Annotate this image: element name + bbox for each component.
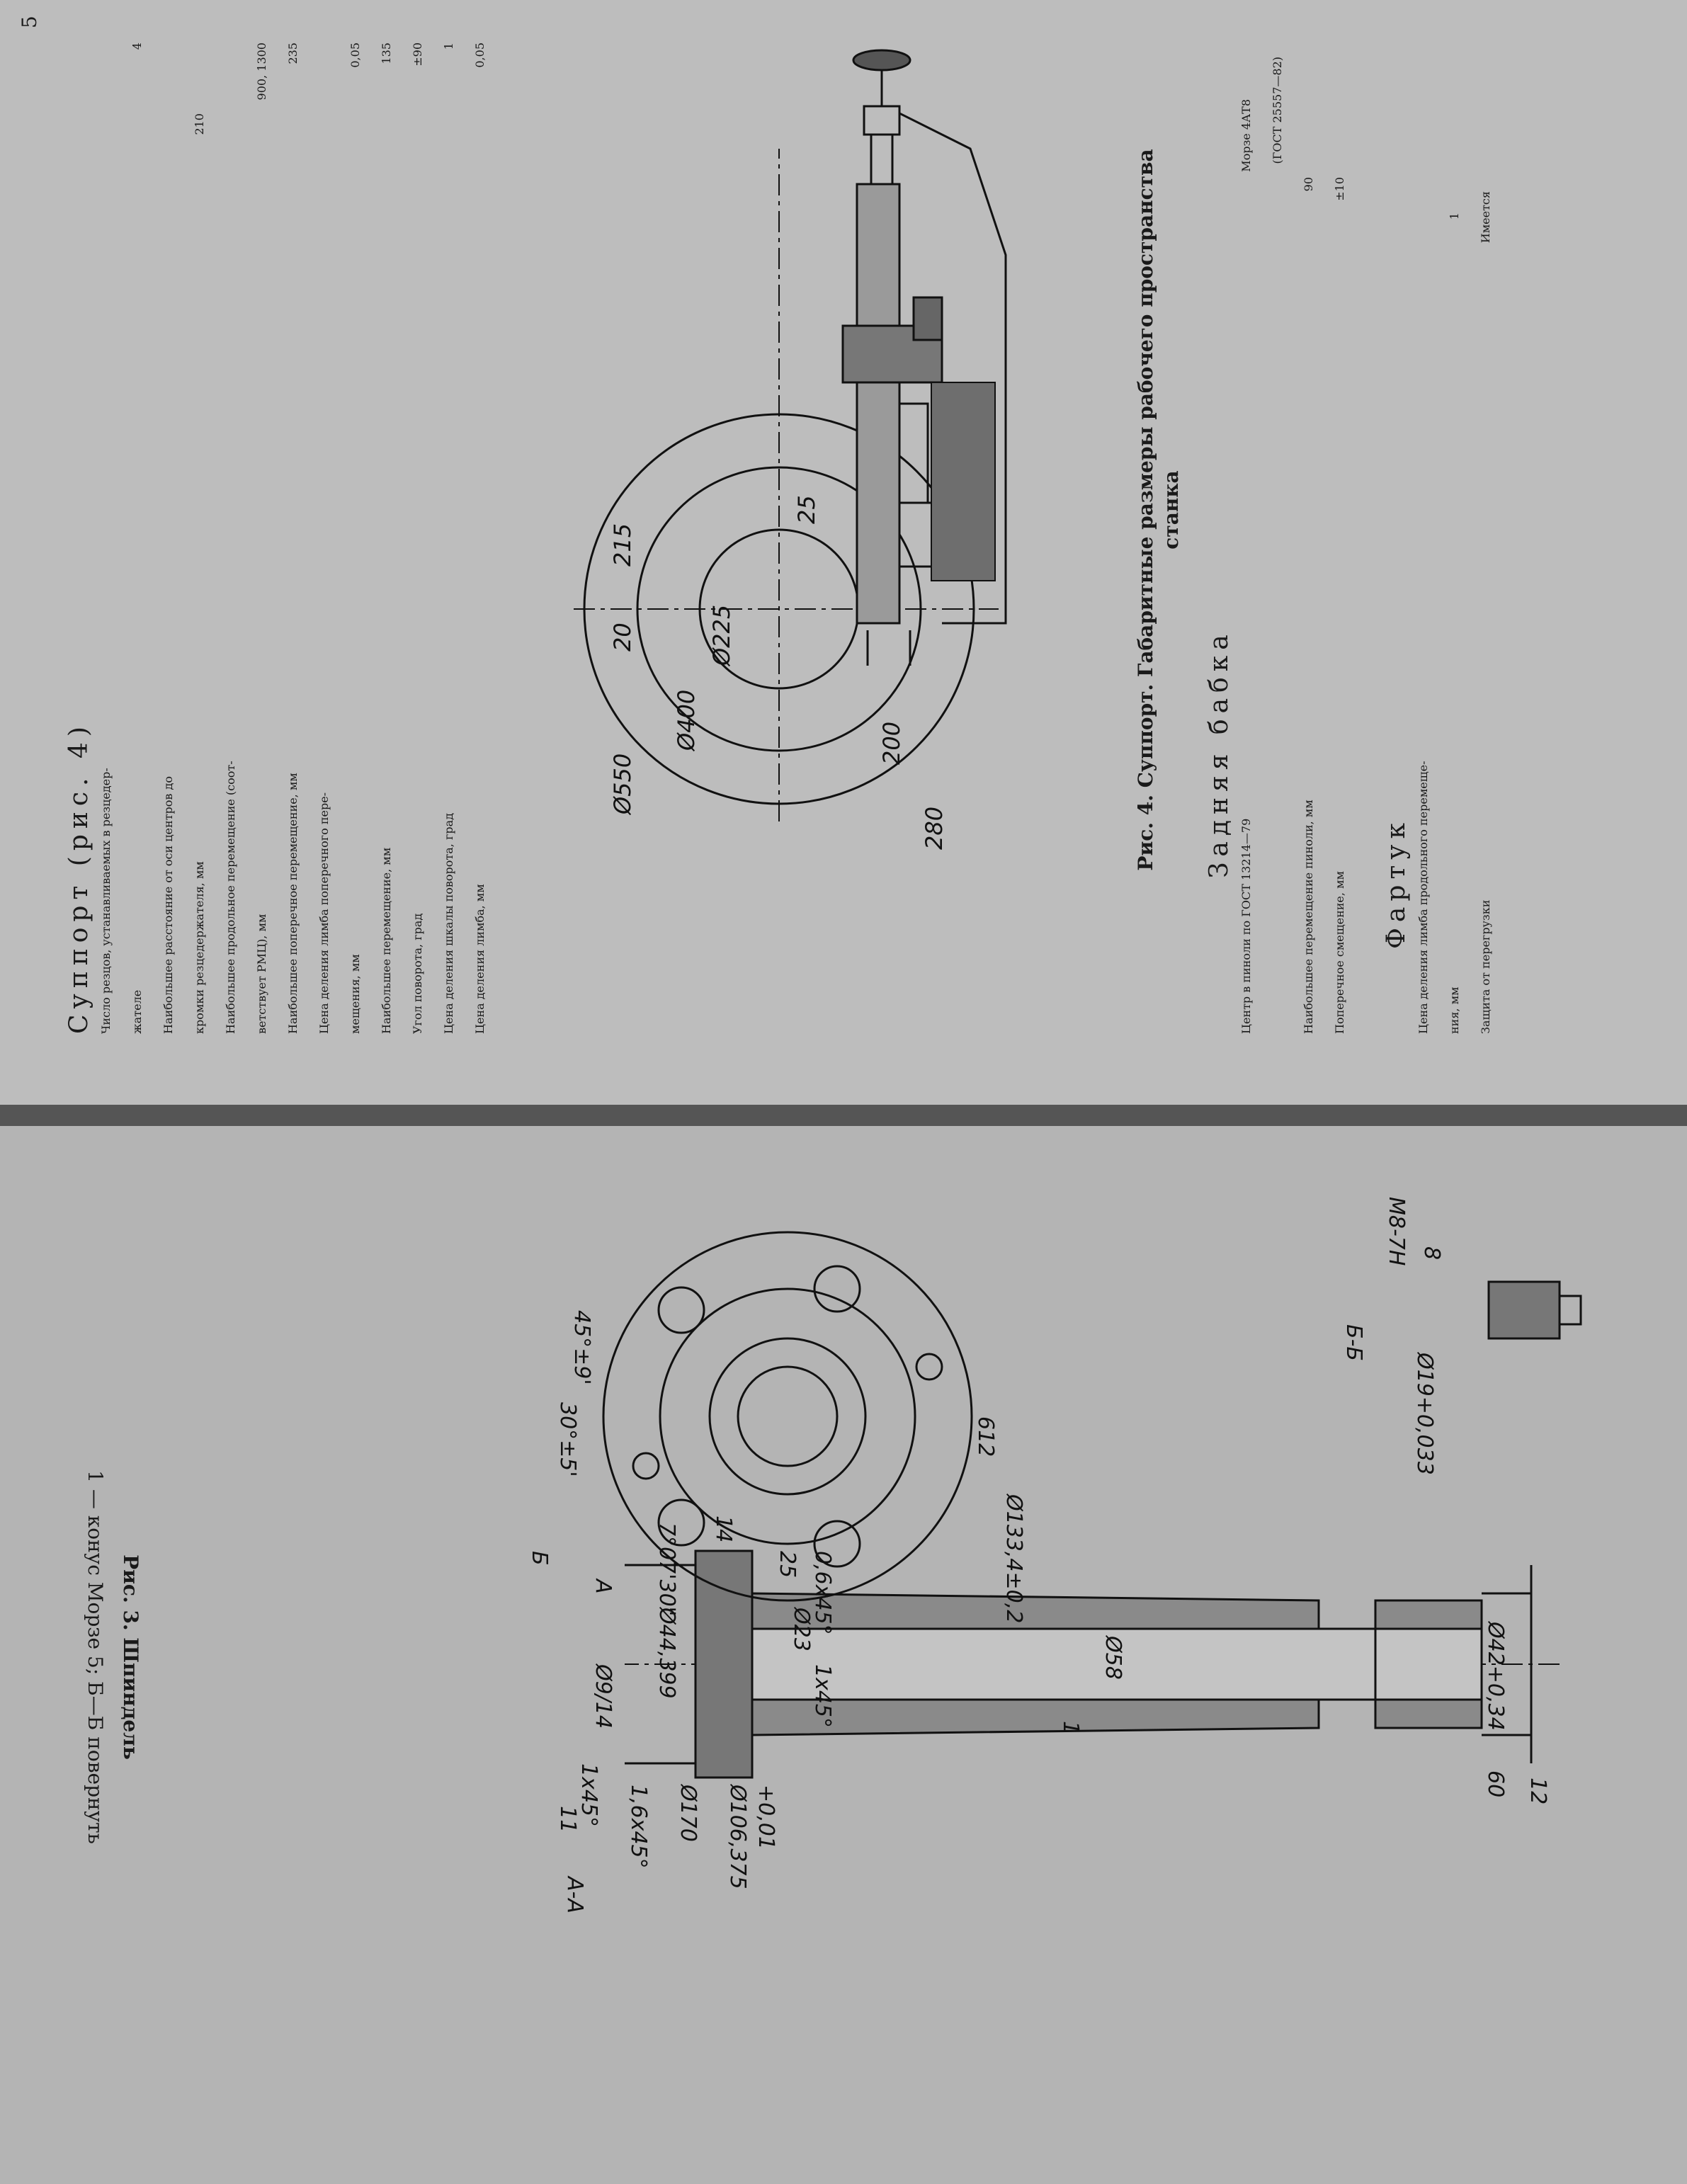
spindle-drawing: 612 60 12 Ø42+0,34 Ø58 25 14 0,6x45° Ø23…: [527, 1197, 1582, 1913]
spec-row: Угол поворота, град±90: [411, 42, 424, 1034]
spec-row: Цена деления лимба продольного перемеще-: [1416, 761, 1430, 1034]
svg-text:Ø9/14: Ø9/14: [591, 1663, 615, 1729]
spec-row: Число резцов, устанавливаемых в резцедер…: [99, 768, 113, 1034]
svg-text:Ø170: Ø170: [676, 1783, 700, 1842]
svg-text:7°07'30": 7°07'30": [654, 1523, 679, 1616]
book-gutter: [0, 1105, 1687, 1126]
support-drawing: Ø550 Ø400 Ø225 20 215 25 200 280: [574, 49, 1007, 850]
svg-text:45°±9': 45°±9': [569, 1310, 594, 1385]
svg-text:Ø19+0,033: Ø19+0,033: [1412, 1351, 1437, 1475]
svg-text:Ø23: Ø23: [789, 1606, 814, 1651]
svg-text:20: 20: [609, 622, 636, 652]
svg-text:M8-7H: M8-7H: [1384, 1197, 1409, 1266]
svg-text:1x45°: 1x45°: [576, 1763, 601, 1827]
bottom-page-content: Рис. 3. Шпиндель 1 — конус Морзе 5; Б—Б …: [0, 1126, 1687, 2184]
svg-text:11: 11: [555, 1806, 580, 1833]
svg-text:Ø550: Ø550: [609, 753, 636, 816]
svg-text:Ø58: Ø58: [1101, 1634, 1125, 1680]
svg-text:1,6x45°: 1,6x45°: [626, 1785, 651, 1869]
page-number: 5: [18, 16, 41, 28]
svg-text:Б-Б: Б-Б: [1341, 1324, 1366, 1361]
figure4-caption: Рис. 4. Суппорт. Габаритные размеры рабо…: [1134, 149, 1183, 871]
apron-heading: Фартук: [1382, 817, 1411, 949]
svg-text:12: 12: [1526, 1778, 1550, 1804]
bottom-page: Рис. 3. Шпиндель 1 — конус Морзе 5; Б—Б …: [0, 1126, 1687, 2184]
top-page: 5 Суппорт (рис. 4) Число резцов, устанав…: [0, 0, 1687, 1105]
spec-row: (ГОСТ 25557—82): [1271, 57, 1284, 164]
svg-text:215: 215: [609, 523, 636, 567]
svg-text:612: 612: [973, 1416, 998, 1457]
spec-row: Цена деления лимба поперечного пере-: [317, 792, 331, 1034]
svg-text:Ø42+0,34: Ø42+0,34: [1483, 1620, 1508, 1731]
svg-text:Ø133,4±0,2: Ø133,4±0,2: [1001, 1493, 1026, 1623]
support-spec-list: Число резцов, устанавливаемых в резцедер…: [99, 42, 524, 1034]
spec-row: Наибольшее расстояние от оси центров до: [161, 776, 175, 1034]
svg-text:8: 8: [1419, 1246, 1444, 1260]
svg-text:1x45°: 1x45°: [810, 1664, 835, 1728]
svg-text:Ø400: Ø400: [673, 690, 700, 752]
svg-text:30°±5': 30°±5': [555, 1402, 580, 1477]
svg-text:25: 25: [793, 495, 820, 524]
svg-text:1: 1: [1058, 1721, 1083, 1734]
svg-text:25: 25: [775, 1551, 800, 1578]
figure3-caption: Рис. 3. Шпиндель: [119, 1554, 142, 1760]
spec-row: Наибольшее продольное перемещение (соот-: [224, 761, 237, 1034]
svg-text:60: 60: [1483, 1770, 1508, 1797]
svg-text:200: 200: [878, 722, 905, 765]
apron-spec-list: Цена деления лимба продольного перемеще-…: [1416, 42, 1523, 1034]
svg-text:А: А: [591, 1578, 615, 1594]
tailstock-heading: Задняя бабка: [1205, 629, 1234, 878]
svg-text:Ø44,399: Ø44,399: [654, 1606, 679, 1699]
svg-text:Б: Б: [527, 1551, 552, 1566]
svg-text:А-А: А-А: [562, 1875, 587, 1913]
figure3-note: 1 — конус Морзе 5; Б—Б повернуть: [84, 1470, 107, 1844]
spec-row: Поперечное смещение, мм±10: [1333, 177, 1346, 1034]
svg-text:Ø225: Ø225: [708, 605, 735, 667]
svg-text:0,6x45°: 0,6x45°: [810, 1551, 835, 1635]
svg-text:280: 280: [921, 807, 948, 850]
svg-text:14: 14: [711, 1515, 736, 1542]
svg-text:Ø106,375: Ø106,375: [725, 1783, 750, 1889]
support-heading: Суппорт (рис. 4): [64, 721, 93, 1034]
top-page-content: 5 Суппорт (рис. 4) Число резцов, устанав…: [0, 0, 1687, 1076]
svg-text:+0,01: +0,01: [754, 1785, 778, 1850]
